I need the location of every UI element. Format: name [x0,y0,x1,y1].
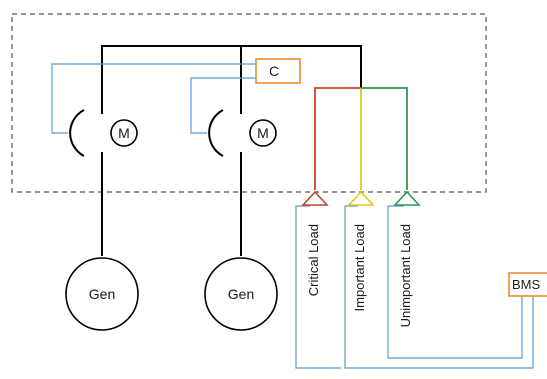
critical-load-triangle [301,190,329,206]
motor-1-circle [110,119,138,147]
unimportant-load-label: Unimportant Load [398,224,413,327]
generator-2-label: Gen [228,286,254,302]
generator-1-label: Gen [89,286,115,302]
unimportant-load-triangle [393,190,421,206]
bms-box: BMS [508,272,547,297]
motor-2-circle [249,119,277,147]
main-bus [101,45,362,114]
generator-1: Gen [65,257,139,331]
important-load-label: Important Load [352,224,367,311]
breaker-arc [208,109,224,157]
bms-wiring [295,205,534,369]
controller-box: C [255,58,301,84]
generator-2: Gen [204,257,278,331]
motor-1-label: M [118,125,130,141]
critical-load-label: Critical Load [306,224,321,296]
controller-label: C [269,63,279,79]
breaker-arc [69,109,85,157]
system-boundary [11,13,487,193]
bms-label: BMS [512,277,541,292]
important-load-triangle [347,190,375,206]
breaker-1: M [69,109,138,157]
control-wiring [51,63,256,134]
breaker-2: M [208,109,277,157]
critical-load-feeder [314,87,361,190]
unimportant-load-feeder [361,87,408,190]
motor-2-label: M [257,125,269,141]
